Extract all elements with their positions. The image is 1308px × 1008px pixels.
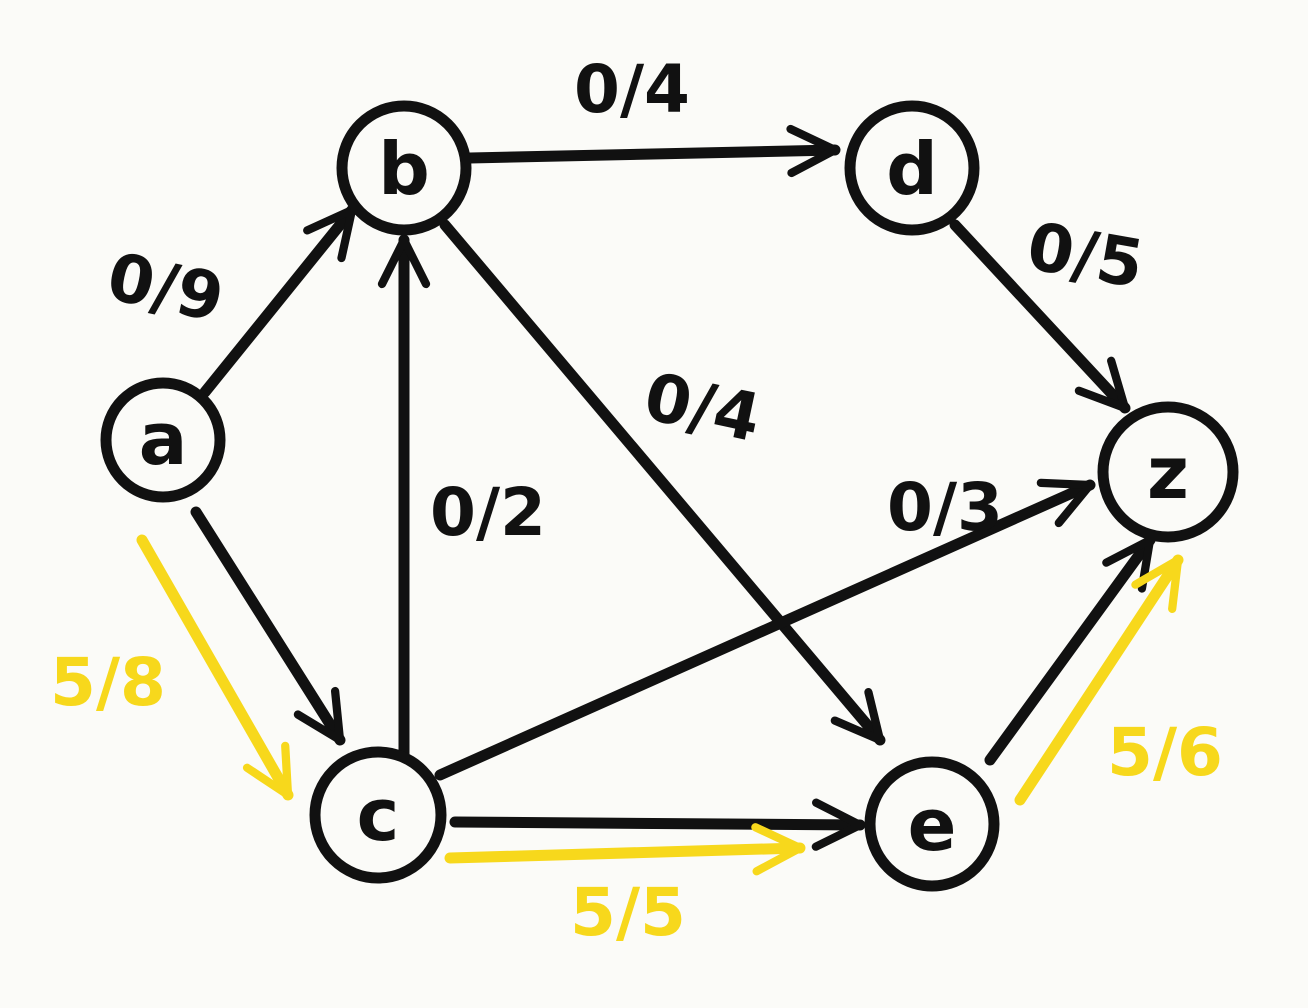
edge-label-d-z: 0/5: [1022, 208, 1150, 304]
edge-label-c-z: 0/3: [887, 469, 1003, 546]
node-b: b: [336, 100, 472, 236]
edge-d-z: [949, 219, 1131, 414]
node-z: z: [1097, 401, 1239, 543]
edge-c-e: [449, 798, 866, 851]
edge-label-e-z: 5/6: [1107, 714, 1223, 791]
node-z-label: z: [1147, 431, 1189, 515]
edge-label-b-d: 0/4: [574, 51, 690, 128]
edge-label-c-b: 0/2: [430, 474, 546, 551]
edge-label-b-e: 0/4: [638, 358, 767, 457]
node-d: d: [844, 100, 980, 236]
node-b-label: b: [378, 127, 430, 211]
node-c-label: c: [357, 773, 400, 857]
edge-b-d: [464, 124, 841, 178]
node-a: a: [100, 377, 226, 503]
flow-arrow-a-c: [136, 534, 294, 801]
edge-label-a-c: 5/8: [50, 644, 166, 721]
edge-label-a-b: 0/9: [101, 238, 230, 337]
node-d-label: d: [886, 127, 938, 211]
edge-c-z: [434, 478, 1096, 781]
edge-a-b: [199, 204, 358, 398]
node-a-label: a: [139, 397, 188, 481]
flow-arrow-e-z: [1014, 554, 1184, 806]
node-e-label: e: [908, 783, 957, 867]
edge-b-e: [439, 219, 886, 746]
edge-e-z: [984, 534, 1156, 766]
flow-arrow-c-e: [444, 823, 806, 876]
edge-label-c-e: 5/5: [570, 874, 686, 951]
node-e: e: [864, 756, 1000, 892]
edge-a-c: [190, 506, 346, 746]
node-c: c: [309, 746, 447, 884]
